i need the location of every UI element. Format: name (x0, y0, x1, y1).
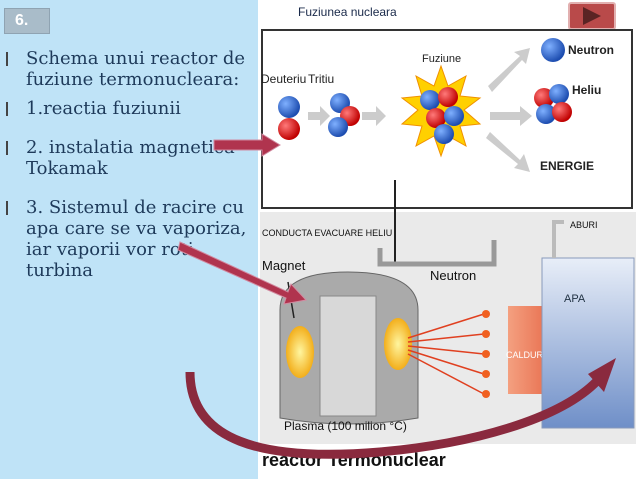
magnet-label: Magnet (262, 258, 306, 273)
arrow-to-tokamak-icon (177, 241, 307, 305)
bullet-text: Schema unui reactor de fuziune termonucl… (26, 48, 246, 90)
plasma-right (384, 318, 412, 370)
proton-particle (426, 108, 446, 128)
bullet-item: 2. instalatia magnetica Tokamak (0, 137, 260, 179)
arrow-to-fusion-icon (213, 133, 281, 157)
bullet-list: Schema unui reactor de fuziune termonucl… (0, 48, 260, 299)
helium-pipe (377, 240, 497, 267)
bullet-marker-icon (6, 201, 16, 215)
bullet-text: 1.reactia fuziunii (26, 98, 181, 119)
neutron-particle (278, 96, 300, 118)
proton-particle (534, 88, 554, 108)
neutron-particle (536, 104, 556, 124)
neutron-particle (549, 84, 569, 104)
apa-label: APA (564, 293, 586, 305)
tokamak-core (319, 295, 377, 417)
bullet-item: Schema unui reactor de fuziune termonucl… (0, 48, 260, 90)
neutron-particle (444, 106, 464, 126)
deuteriu-label: Deuteriu (261, 72, 306, 86)
neutron-particle (420, 90, 440, 110)
slide-number: 6. (4, 8, 50, 34)
steam-pipe (552, 220, 564, 258)
neutron-particle (434, 124, 454, 144)
tritiu-label: Tritiu (308, 72, 334, 86)
neutron-reactor-label: Neutron (430, 268, 476, 283)
neutron-dots (482, 310, 490, 398)
arrowhead-icon (588, 358, 616, 392)
bullet-marker-icon (6, 102, 16, 116)
proton-particle (278, 118, 300, 140)
plasma-left (286, 326, 314, 378)
fuziune-label: Fuziune (422, 53, 461, 65)
arrow-icon (490, 106, 532, 126)
caldura-label: CALDURA (506, 350, 549, 360)
conducta-label: CONDUCTA EVACUARE HELIU (262, 228, 392, 238)
slide-header-title: Fuziunea nucleara (298, 5, 397, 19)
play-icon (583, 7, 601, 25)
neutron-label: Neutron (568, 43, 614, 57)
neutron-particle (328, 117, 348, 137)
proton-particle (552, 102, 572, 122)
proton-particle (438, 87, 458, 107)
fusion-diagram: Deuteriu Tritiu Fuziune Neutron Heliu EN… (260, 29, 636, 470)
bullet-item: 1.reactia fuziunii (0, 98, 260, 119)
arrow-icon (488, 48, 530, 92)
bullet-marker-icon (6, 141, 16, 155)
water-tank (541, 257, 635, 429)
plasma-label: Plasma (100 milion °C) (284, 419, 407, 433)
aburi-label: ABURI (570, 220, 598, 230)
energie-label: ENERGIE (540, 159, 594, 173)
bullet-text: 2. instalatia magnetica Tokamak (26, 137, 235, 179)
bullet-text: 3. Sistemul de racire cu apa care se va … (26, 197, 247, 281)
arrow-to-cooling-icon (185, 371, 602, 459)
heliu-label: Heliu (572, 83, 601, 97)
arrow-icon (486, 132, 530, 172)
bullet-item: 3. Sistemul de racire cu apa care se va … (0, 197, 260, 281)
neutron-rays (407, 313, 485, 395)
arrow-icon (308, 106, 330, 126)
bullet-marker-icon (6, 52, 16, 66)
arrow-icon (362, 106, 386, 126)
neutron-particle (541, 38, 565, 62)
